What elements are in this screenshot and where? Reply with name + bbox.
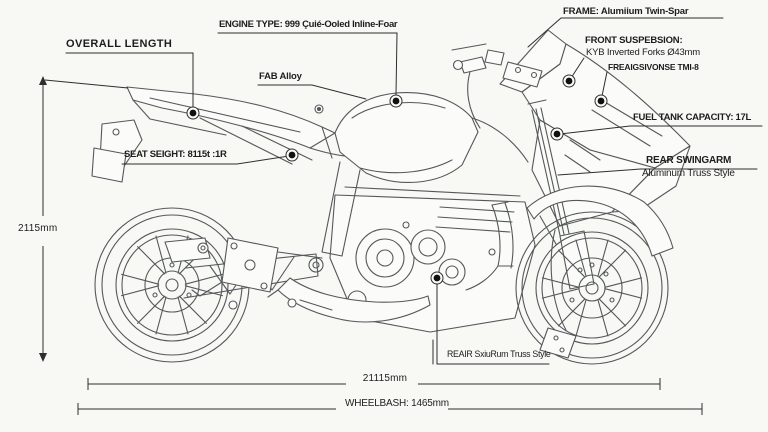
callout-dot: [594, 94, 608, 108]
dimension-overall-length: 21115mm: [362, 373, 408, 384]
callout-dot: [430, 271, 444, 285]
exhaust: [228, 277, 431, 323]
label-rear-swingarm: REAR SWINGARM: [646, 155, 732, 166]
callout-dots: [186, 74, 608, 285]
front-wheel: [515, 211, 669, 365]
label-rear-swingarm-value: Aluminum Truss Style: [642, 168, 735, 179]
callout-dot: [562, 74, 576, 88]
label-rear-suspension: FREAIGSIVONSE TMI-8: [608, 62, 699, 72]
front-fender: [526, 185, 674, 257]
label-front-suspension: FRONT SUSPEBSION:: [585, 35, 683, 46]
rear-wheel: [94, 207, 250, 363]
callout-dot: [285, 148, 299, 162]
main-frame: [321, 161, 361, 257]
engine: [329, 186, 536, 333]
front-brake-caliper: [539, 327, 577, 359]
callout-dot: [186, 106, 200, 120]
callout-dot: [389, 94, 403, 108]
dimension-lines: [39, 76, 703, 415]
footpeg-bracket: [164, 237, 323, 297]
tail-section: [91, 86, 336, 183]
handlebar-controls: [451, 43, 543, 129]
callout-dot: [550, 127, 564, 141]
radiator: [465, 201, 514, 291]
label-overall-length: OVERALL LENGTH: [66, 38, 173, 50]
dimension-wheelbase: WHEELBASH: 1465mm: [345, 398, 449, 409]
fuel-tank: [314, 91, 479, 183]
dimension-overall-height: 2115mm: [18, 223, 58, 234]
label-fab-alloy: FAB Alloy: [259, 71, 302, 82]
label-rear-truss: REAIR SxiuRum Truss Style: [447, 349, 551, 359]
label-fuel-tank-capacity: FUEL TANK CAPACITY: 17L: [633, 112, 752, 123]
label-seat-height: SEAT SEIGHT: 8115t :1R: [124, 149, 227, 160]
label-front-suspension-value: KYB Inverted Forks Ø43mm: [586, 47, 700, 58]
label-engine-type: ENGINE TYPE: 999 Çuié-Ooled Inline-Foar: [219, 19, 398, 30]
leader-lines: [65, 17, 763, 365]
label-frame: FRAME: Alumiium Twin-Spar: [563, 6, 689, 17]
motorcycle-illustration: [91, 29, 691, 365]
